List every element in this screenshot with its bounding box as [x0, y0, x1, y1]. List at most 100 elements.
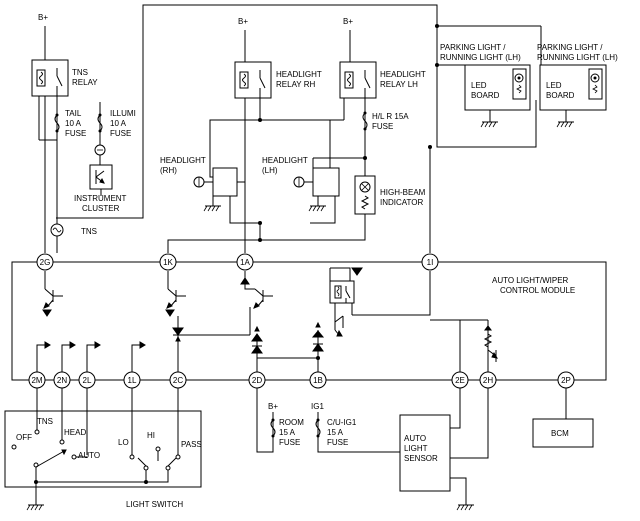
pin-2n-label: 2N [57, 376, 67, 385]
cu-ig1-supply: IG1 [311, 402, 324, 411]
switch-pos-auto: AUTO [78, 451, 100, 460]
room-fuse-label-2: 15 A [279, 428, 296, 437]
cu-ig1-label-3: FUSE [327, 438, 348, 447]
room-fuse-label-1: ROOM [279, 418, 304, 427]
bcm-label: BCM [551, 429, 569, 438]
pin-2h-label: 2H [483, 376, 493, 385]
illumi-fuse-label-1: ILLUMI [110, 109, 136, 118]
high-beam-label-1: HIGH-BEAM [380, 188, 426, 197]
switch-pos-head: HEAD [64, 428, 86, 437]
room-fuse: B+ ROOM 15 A FUSE [256, 388, 304, 453]
pin-1i-label: 1I [427, 258, 434, 267]
pin-1l-label: 1L [128, 376, 137, 385]
pin-2e-label: 2E [455, 376, 465, 385]
switch-pos-hi: HI [147, 431, 155, 440]
cu-ig1-label-1: C/U-IG1 [327, 418, 357, 427]
module-pin-2h: 2H [479, 371, 497, 389]
module-pin-2l: 2L [78, 371, 96, 389]
hl-fuse: H/L R 15A FUSE [345, 111, 409, 176]
led-board-lh-label-2: BOARD [471, 91, 500, 100]
parking-lh-label-2: RUNNING LIGHT (LH) [440, 53, 521, 62]
module-transistor-2g [42, 271, 63, 317]
module-pin-1l: 1L [123, 371, 141, 389]
module-label-1: AUTO LIGHT/WIPER [492, 276, 569, 285]
led-board-rh-label-1: LED [546, 81, 562, 90]
light-switch: OFF TNS HEAD AUTO LO HI PASS [4, 388, 202, 511]
module-pin-2p: 2P [557, 371, 575, 389]
parking-rh-label-2: RUNNING LIGHT (LH) [537, 53, 618, 62]
module-sensor-input [430, 319, 499, 372]
illumi-fuse-label-3: FUSE [110, 129, 131, 138]
led-board-lh-label-1: LED [471, 81, 487, 90]
auto-light-sensor: AUTO LIGHT SENSOR [399, 388, 489, 511]
instrument-cluster-label-2: CLUSTER [82, 204, 120, 213]
module-pin-2g: 2G [36, 253, 54, 271]
hl-fuse-label-1: H/L R 15A [372, 112, 409, 121]
tns-lamp-label: TNS [81, 227, 97, 236]
module-pin-2m: 2M [28, 371, 46, 389]
tns-relay: B+ TNS RELAY [31, 13, 98, 253]
headlight-lh-label-2: (LH) [262, 166, 278, 175]
module-transistor-1k [165, 271, 186, 317]
instrument-cluster-label-1: INSTRUMENT [74, 194, 127, 203]
junction-dot [428, 145, 432, 149]
cu-ig1-fuse: IG1 C/U-IG1 15 A FUSE [311, 402, 400, 453]
tns-indicator-lamp: TNS [50, 223, 97, 253]
hl-relay-lh-label-1: HEADLIGHT [380, 70, 426, 79]
module-pin-2e: 2E [451, 371, 469, 389]
parking-light-lh: PARKING LIGHT / RUNNING LIGHT (LH) LED B… [440, 43, 531, 128]
room-fuse-label-3: FUSE [279, 438, 300, 447]
tail-fuse-label-1: TAIL [65, 109, 82, 118]
switch-pos-off: OFF [16, 433, 32, 442]
sensor-label-1: AUTO [404, 434, 426, 443]
hl-relay-rh-label-1: HEADLIGHT [276, 70, 322, 79]
module-internal-relay [329, 267, 431, 337]
sensor-label-3: SENSOR [404, 454, 438, 463]
led-board-rh-label-2: BOARD [546, 91, 575, 100]
cu-ig1-label-2: 15 A [327, 428, 344, 437]
module-diode-2c [172, 316, 184, 372]
hl-fuse-label-2: FUSE [372, 122, 393, 131]
module-pin-2c: 2C [169, 371, 187, 389]
pin-1k-label: 1K [163, 258, 173, 267]
tail-fuse: TAIL 10 A FUSE [54, 109, 86, 138]
module-pin-1b: 1B [309, 371, 327, 389]
light-switch-title: LIGHT SWITCH [126, 500, 183, 509]
headlight-relay-rh: B+ HEADLIGHT RELAY RH [209, 17, 330, 253]
pin-1a-label: 1A [240, 258, 250, 267]
pin-2c-label: 2C [173, 376, 183, 385]
high-beam-label-2: INDICATOR [380, 198, 423, 207]
module-pin-2n: 2N [53, 371, 71, 389]
pin-2p-label: 2P [561, 376, 571, 385]
high-beam-indicator: HIGH-BEAM INDICATOR [167, 175, 426, 253]
module-diodes-2d-1b [251, 321, 325, 372]
hl-relay-lh-label-2: RELAY LH [380, 80, 418, 89]
room-fuse-bplus: B+ [268, 402, 278, 411]
illumi-fuse-label-2: 10 A [110, 119, 127, 128]
pin-2m-label: 2M [31, 376, 42, 385]
sensor-label-2: LIGHT [404, 444, 428, 453]
module-pin-1a: 1A [236, 253, 254, 271]
headlight-rh: HEADLIGHT (RH) [160, 156, 260, 224]
module-transistor-1a [178, 271, 273, 336]
switch-pos-lo: LO [118, 438, 129, 447]
tail-fuse-label-3: FUSE [65, 129, 86, 138]
tns-relay-label-1: TNS [72, 68, 88, 77]
illumi-fuse: ILLUMI 10 A FUSE [94, 102, 136, 165]
headlight-lh-label-1: HEADLIGHT [262, 156, 308, 165]
pin-1b-label: 1B [313, 376, 323, 385]
parking-lh-label-1: PARKING LIGHT / [440, 43, 506, 52]
pin-2d-label: 2D [252, 376, 262, 385]
instrument-cluster: INSTRUMENT CLUSTER [74, 164, 127, 213]
headlight-rh-label-2: (RH) [160, 166, 177, 175]
tail-fuse-label-2: 10 A [65, 119, 82, 128]
switch-input-arrows [36, 341, 146, 372]
module-pin-1k: 1K [159, 253, 177, 271]
hl-relay-lh-bplus: B+ [343, 17, 353, 26]
tns-relay-label-2: RELAY [72, 78, 98, 87]
parking-rh-label-1: PARKING LIGHT / [537, 43, 603, 52]
bcm: BCM [532, 388, 594, 448]
parking-light-feed-wire [56, 4, 545, 219]
switch-pos-pass: PASS [181, 440, 202, 449]
